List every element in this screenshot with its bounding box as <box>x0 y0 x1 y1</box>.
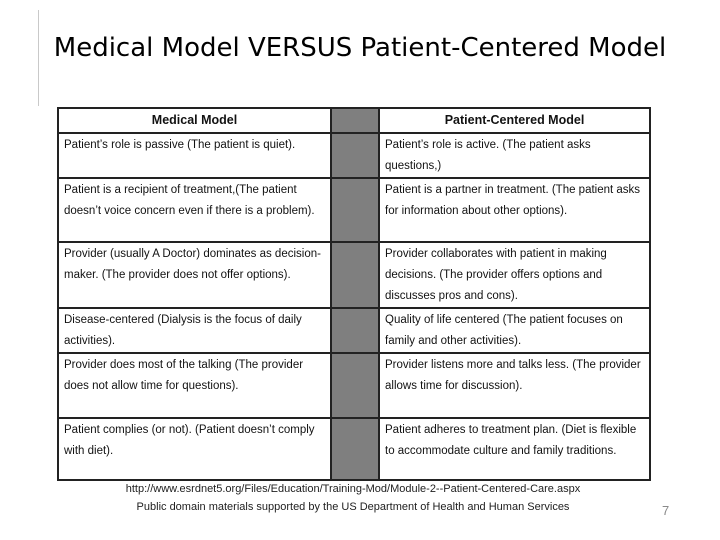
medical-cell: Patient’s role is passive (The patient i… <box>57 132 332 179</box>
divider-cell <box>330 352 380 419</box>
medical-cell: Patient complies (or not). (Patient does… <box>57 417 332 481</box>
attribution-text: Public domain materials supported by the… <box>136 501 570 513</box>
column-header-medical-model: Medical Model <box>57 107 332 134</box>
column-header-patient-centered-model: Patient-Centered Model <box>378 107 651 134</box>
table-row: Patient complies (or not). (Patient does… <box>57 417 651 481</box>
divider-cell <box>330 107 380 134</box>
divider-cell <box>330 241 380 309</box>
table-row: Patient is a recipient of treatment,(The… <box>57 177 651 243</box>
divider-cell <box>330 132 380 179</box>
medical-cell: Disease-centered (Dialysis is the focus … <box>57 307 332 354</box>
page-number: 7 <box>662 503 670 518</box>
patient-cell: Patient adheres to treatment plan. (Diet… <box>378 417 651 481</box>
table-row: Provider does most of the talking (The p… <box>57 352 651 419</box>
comparison-table: Medical Model Patient-Centered Model Pat… <box>57 107 651 481</box>
source-url-text: http://www.esrdnet5.org/Files/Education/… <box>125 483 581 495</box>
patient-cell: Patient is a partner in treatment. (The … <box>378 177 651 243</box>
table-row: Disease-centered (Dialysis is the focus … <box>57 307 651 354</box>
table-row: Provider (usually A Doctor) dominates as… <box>57 241 651 309</box>
slide-edge-line <box>38 10 39 106</box>
table-header-row: Medical Model Patient-Centered Model <box>57 107 651 134</box>
patient-cell: Provider collaborates with patient in ma… <box>378 241 651 309</box>
medical-cell: Provider (usually A Doctor) dominates as… <box>57 241 332 309</box>
patient-cell: Patient’s role is active. (The patient a… <box>378 132 651 179</box>
patient-cell: Provider listens more and talks less. (T… <box>378 352 651 419</box>
divider-cell <box>330 307 380 354</box>
divider-cell <box>330 177 380 243</box>
medical-cell: Patient is a recipient of treatment,(The… <box>57 177 332 243</box>
page-title: Medical Model VERSUS Patient-Centered Mo… <box>53 33 667 63</box>
medical-cell: Provider does most of the talking (The p… <box>57 352 332 419</box>
divider-cell <box>330 417 380 481</box>
table-row: Patient’s role is passive (The patient i… <box>57 132 651 179</box>
patient-cell: Quality of life centered (The patient fo… <box>378 307 651 354</box>
